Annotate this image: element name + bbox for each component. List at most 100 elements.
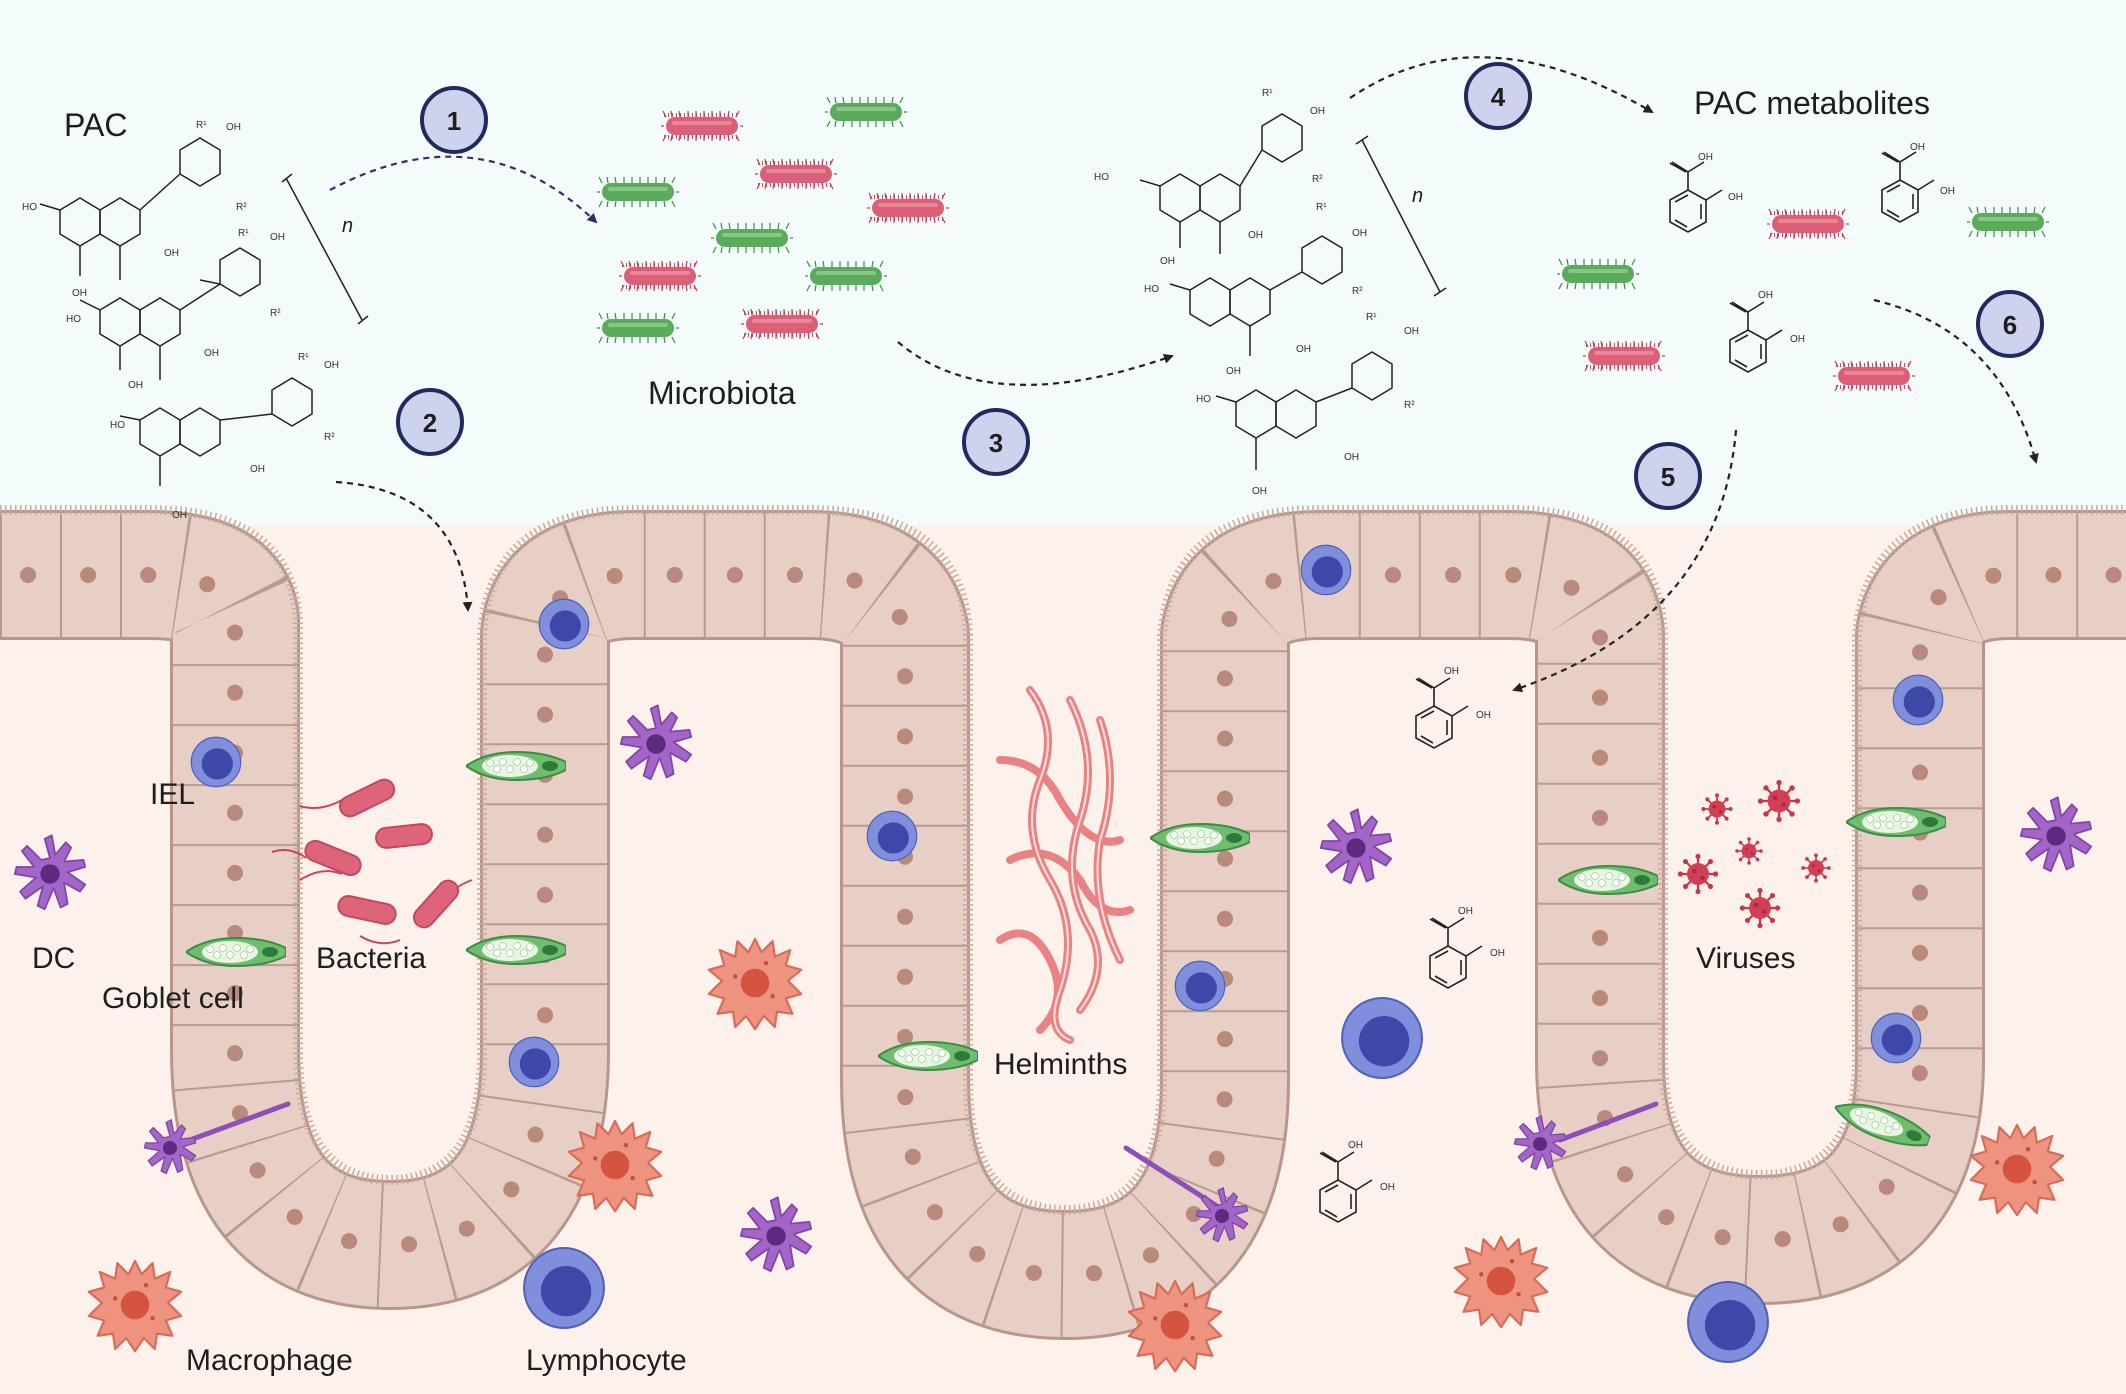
label-pac-metabolites: PAC metabolites — [1694, 85, 1930, 121]
svg-text:OH: OH — [1790, 334, 1805, 345]
svg-text:OH: OH — [1940, 186, 1955, 197]
svg-text:n: n — [342, 215, 353, 237]
svg-text:R¹: R¹ — [1366, 312, 1377, 323]
metabolite-molecule: OH OH — [1881, 142, 1955, 223]
svg-text:OH: OH — [1404, 326, 1419, 337]
svg-text:OH: OH — [1348, 1140, 1363, 1151]
svg-text:R¹: R¹ — [298, 352, 309, 363]
svg-text:OH: OH — [1248, 230, 1263, 241]
svg-text:OH: OH — [204, 348, 219, 359]
process-arrows — [329, 56, 2039, 693]
svg-text:OH: OH — [250, 464, 265, 475]
svg-text:R¹: R¹ — [196, 120, 207, 131]
svg-text:1: 1 — [447, 106, 461, 136]
intraepithelial-lymphocyte — [538, 598, 590, 650]
svg-text:OH: OH — [1226, 366, 1241, 377]
svg-text:OH: OH — [172, 510, 187, 521]
label-macrophage: Macrophage — [186, 1344, 353, 1377]
svg-text:R²: R² — [1312, 174, 1323, 185]
virus — [1756, 778, 1802, 824]
virus — [1734, 836, 1764, 866]
arrow-step-1 — [329, 155, 598, 224]
intraepithelial-lymphocyte — [190, 736, 242, 788]
intraepithelial-lymphocyte — [508, 1036, 560, 1088]
svg-text:R¹: R¹ — [238, 228, 249, 239]
svg-text:OH: OH — [1698, 152, 1713, 163]
svg-text:R²: R² — [1404, 400, 1415, 411]
pac-molecule-structure-processed — [1139, 113, 1447, 470]
label-helminths: Helminths — [994, 1048, 1127, 1081]
svg-text:HO: HO — [1144, 284, 1159, 295]
svg-text:OH: OH — [1476, 710, 1491, 721]
svg-text:OH: OH — [1458, 906, 1473, 917]
step-badge-3: 3 — [962, 408, 1030, 476]
bacteria-cluster-rods — [304, 778, 460, 929]
svg-text:OH: OH — [1352, 228, 1367, 239]
svg-text:OH: OH — [1910, 142, 1925, 153]
label-microbiota: Microbiota — [648, 375, 796, 411]
metabolite-molecule: OH OH — [1669, 152, 1743, 233]
svg-text:6: 6 — [2003, 310, 2017, 340]
arrow-step-3 — [897, 341, 1174, 386]
label-bacteria: Bacteria — [316, 942, 426, 975]
svg-text:OH: OH — [1252, 486, 1267, 497]
dendritic-cell-extending — [143, 1101, 291, 1175]
svg-text:HO: HO — [1196, 394, 1211, 405]
lymphocyte — [1687, 1281, 1769, 1363]
step-badge-2: 2 — [396, 388, 464, 456]
svg-text:R²: R² — [1352, 286, 1363, 297]
svg-text:OH: OH — [324, 360, 339, 371]
intraepithelial-lymphocyte — [1870, 1012, 1922, 1064]
step-badge-1: 1 — [420, 86, 488, 154]
svg-text:OH: OH — [1758, 290, 1773, 301]
svg-text:OH: OH — [164, 248, 179, 259]
metabolite-molecule: OH OH — [1429, 906, 1505, 989]
intraepithelial-lymphocyte — [1174, 960, 1226, 1012]
intestinal-epithelium — [0, 505, 2126, 1340]
label-viruses: Viruses — [1696, 942, 1796, 975]
dendritic-cell-extending — [1123, 1145, 1249, 1243]
microbiota-cluster — [596, 96, 950, 344]
step-badge-6: 6 — [1976, 290, 2044, 358]
svg-text:5: 5 — [1661, 462, 1675, 492]
svg-text:OH: OH — [72, 288, 87, 299]
svg-text:OH: OH — [1380, 1182, 1395, 1193]
microbiota-cluster-right — [1556, 206, 2050, 392]
svg-text:OH: OH — [1728, 192, 1743, 203]
svg-text:R²: R² — [236, 202, 247, 213]
pac-structure-labels: HO OH OH R² R¹ OH HO OH R¹ R² OH OH HO O… — [22, 120, 353, 521]
step-badge-4: 4 — [1464, 62, 1532, 130]
helminths-worms-inner — [1029, 689, 1121, 1041]
svg-text:R¹: R¹ — [1262, 88, 1273, 99]
svg-text:OH: OH — [1160, 256, 1175, 267]
label-dc: DC — [32, 942, 75, 975]
intraepithelial-lymphocyte — [1300, 544, 1352, 596]
svg-text:R²: R² — [324, 432, 335, 443]
arrow-step-5 — [1512, 429, 1738, 693]
svg-text:HO: HO — [1094, 172, 1109, 183]
label-pac: PAC — [64, 107, 127, 143]
virus — [1676, 852, 1720, 896]
lymphocyte — [523, 1247, 605, 1329]
svg-text:OH: OH — [1296, 344, 1311, 355]
arrow-step-2 — [335, 480, 473, 612]
virus — [1800, 852, 1832, 884]
pac-structure-processed-labels: HO OH OH R² R¹ OH HO OH R¹ R² OH OH HO O… — [1094, 88, 1423, 497]
svg-text:R¹: R¹ — [1316, 202, 1327, 213]
step-badge-5: 5 — [1634, 442, 1702, 510]
dendritic-cell-extending — [1513, 1101, 1659, 1171]
svg-text:OH: OH — [1344, 452, 1359, 463]
svg-text:OH: OH — [270, 232, 285, 243]
svg-text:OH: OH — [1310, 106, 1325, 117]
svg-text:OH: OH — [1444, 666, 1459, 677]
virus — [1738, 886, 1782, 930]
svg-text:HO: HO — [22, 202, 37, 213]
svg-text:OH: OH — [1490, 948, 1505, 959]
svg-text:HO: HO — [66, 314, 81, 325]
pac-molecule-structure — [39, 137, 369, 486]
svg-text:R²: R² — [270, 308, 281, 319]
svg-text:4: 4 — [1491, 82, 1506, 112]
intraepithelial-lymphocyte — [1892, 674, 1944, 726]
lymphocyte — [1341, 997, 1423, 1079]
